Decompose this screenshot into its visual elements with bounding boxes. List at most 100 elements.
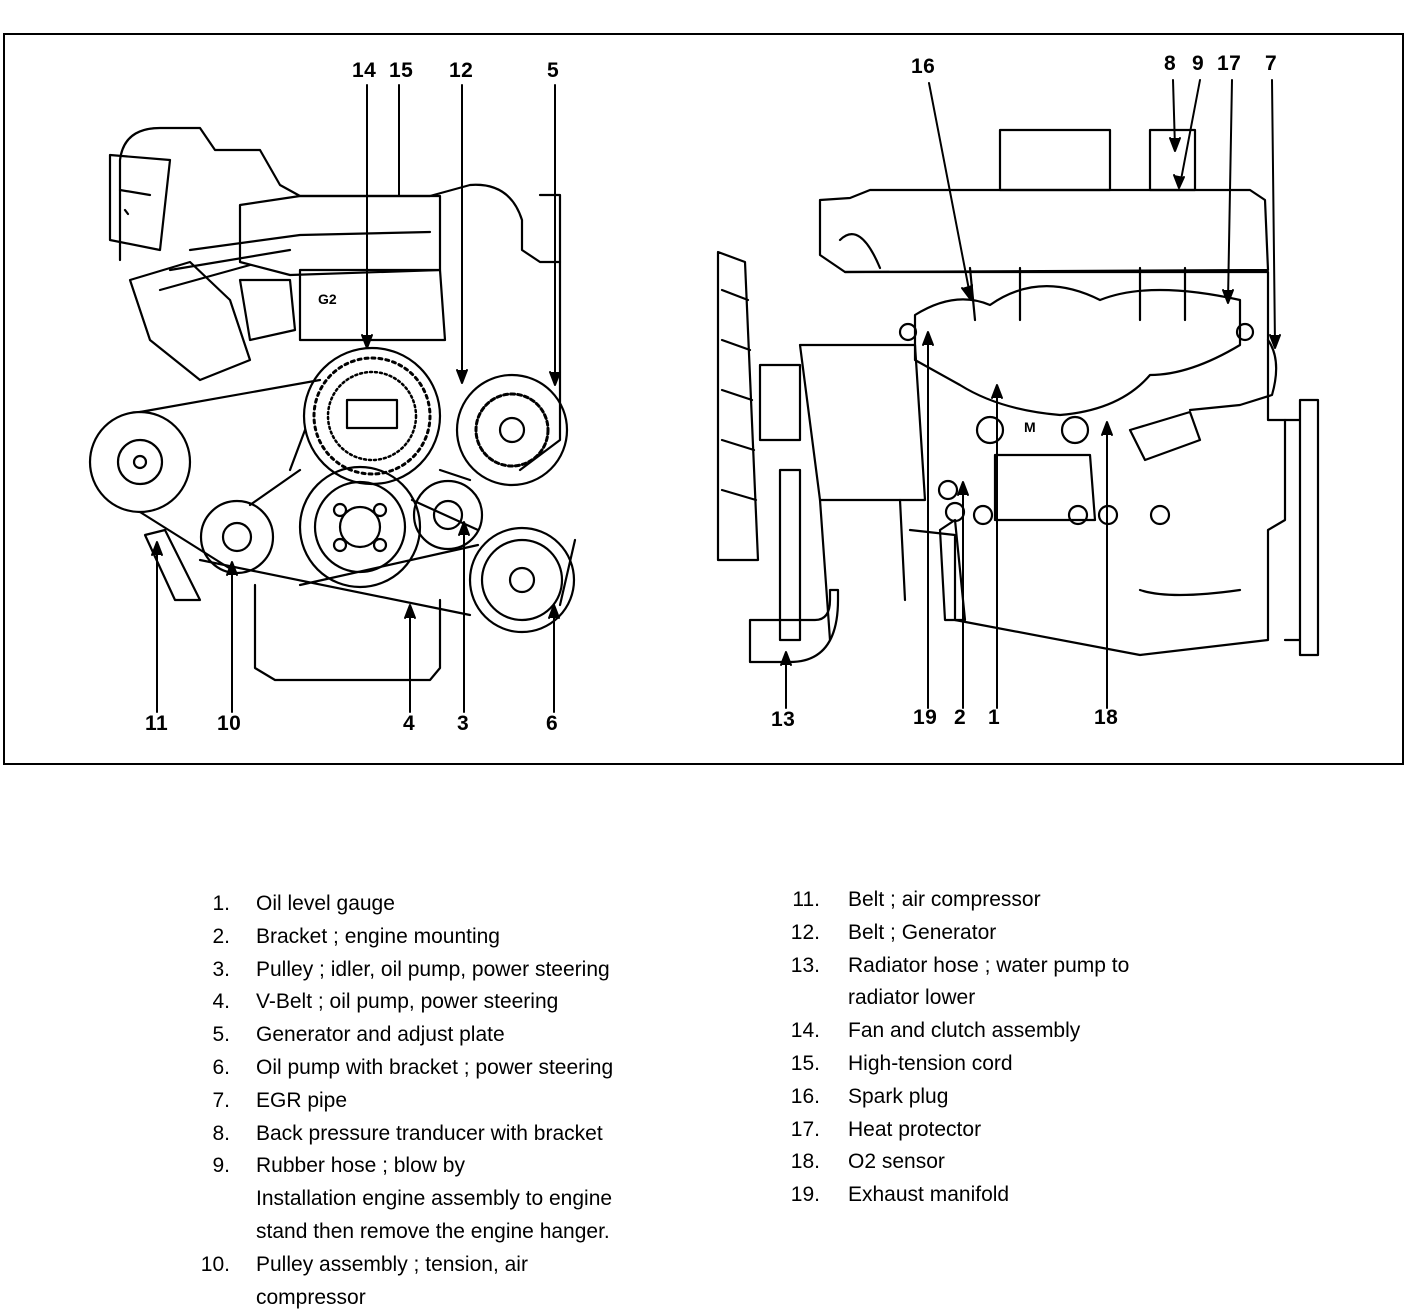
radiator-fan [716, 250, 760, 562]
legend-item: stand then remove the engine hanger. [190, 1216, 750, 1249]
fan-hub [345, 398, 399, 430]
engine-upper-body [118, 126, 562, 472]
front-cover [798, 343, 927, 502]
legend-text: Spark plug [848, 1084, 949, 1108]
intake-tubes [158, 230, 432, 292]
legend-text: Installation engine assembly to engine [256, 1187, 613, 1211]
legend-item: 6.Oil pump with bracket ; power steering [190, 1052, 750, 1085]
callout-18: 18 [1094, 706, 1119, 729]
legend-number: 1. [212, 892, 230, 915]
legend-number: 5. [212, 1023, 230, 1047]
leader-8 [1172, 79, 1176, 149]
legend-number: 3. [212, 957, 230, 981]
compressor-hub [116, 438, 164, 486]
upper-bracket [238, 278, 297, 342]
marking-m: M [1024, 419, 1036, 435]
engine-diagram: G2 M [88, 79, 1320, 713]
flywheel [1283, 398, 1320, 657]
radiator-hose [748, 588, 840, 664]
legend-number: 18. [790, 1150, 820, 1174]
legend-number: 4. [212, 990, 230, 1014]
engine-front-view [88, 126, 577, 682]
leader-7 [1271, 79, 1276, 346]
callout-7: 7 [1265, 52, 1278, 75]
callout-1: 1 [988, 706, 1001, 729]
legend-text: EGR pipe [256, 1088, 348, 1112]
legend-text: Back pressure tranducer with bracket [256, 1121, 603, 1145]
callout-6: 6 [546, 712, 559, 735]
top-boxes [998, 128, 1197, 192]
o2-sensor [1128, 410, 1202, 462]
legend-item: 7. EGR pipe [190, 1085, 750, 1118]
generator-hub [498, 416, 526, 444]
exhaust-manifold [913, 285, 1242, 417]
generator-fan [474, 392, 550, 468]
legend-text: Bracket ; engine mounting [256, 924, 500, 948]
callout-5: 5 [547, 59, 560, 82]
legend-text: stand then remove the engine hanger. [256, 1219, 610, 1243]
legend-number: 14. [790, 1019, 820, 1043]
legend-text: High-tension cord [848, 1051, 1013, 1075]
compressor-belt [138, 378, 322, 575]
legend-text: Radiator hose ; water pump to [848, 953, 1130, 977]
legend-number: 2. [212, 924, 230, 948]
distributor [108, 153, 172, 252]
legend-number: 8. [212, 1121, 230, 1145]
callout-4: 4 [403, 712, 416, 735]
callout-17: 17 [1217, 52, 1242, 75]
legend-number: 10. [200, 1252, 230, 1276]
legend-number: 16. [790, 1084, 820, 1108]
generator-belt [288, 428, 472, 482]
legend-number: 13. [790, 953, 820, 977]
legend-text: Pulley assembly ; tension, air [256, 1252, 528, 1276]
crank-pulley [298, 465, 422, 589]
legend-number: 15. [790, 1051, 820, 1075]
callout-13: 13 [771, 708, 796, 731]
legend-number: 17. [790, 1117, 820, 1141]
legend-text: Belt ; air compressor [848, 888, 1041, 911]
egr-pipe [1188, 338, 1278, 412]
legend-number: 12. [790, 920, 820, 944]
legend-text: V-Belt ; oil pump, power steering [256, 990, 559, 1014]
fan-ring [312, 356, 432, 476]
legend-item: 9. Rubber hose ; blow by [190, 1150, 750, 1183]
legend-text: Fan and clutch assembly [848, 1019, 1081, 1043]
legend-item: 11. Belt ; air compressor [780, 884, 1340, 917]
legend-item: 1.Oil level gauge [190, 888, 750, 921]
leader-17 [1227, 79, 1233, 301]
legend-number: 11. [792, 888, 820, 911]
legend-text: radiator lower [848, 986, 976, 1010]
callout-19: 19 [913, 706, 938, 729]
legend-number: 6. [212, 1055, 230, 1079]
lower-housing [993, 453, 1097, 522]
legend-item: compressor [190, 1282, 750, 1314]
legend-item: 12.Belt ; Generator [780, 917, 1340, 950]
legend-item: Installation engine assembly to engine [190, 1183, 750, 1216]
legend-number: 19. [790, 1183, 820, 1207]
legend-text: O2 sensor [848, 1150, 945, 1174]
rocker-cover [818, 188, 1270, 274]
legend-item: 4. V-Belt ; oil pump, power steering [190, 986, 750, 1019]
legend-item: 8. Back pressure tranducer with bracket [190, 1118, 750, 1151]
g2-housing [298, 268, 447, 342]
legend-text: Rubber hose ; blow by [256, 1154, 465, 1178]
callout-16: 16 [911, 55, 936, 78]
fan-inner [326, 370, 418, 462]
callout-3: 3 [457, 712, 470, 735]
marking-g2: G2 [318, 291, 337, 307]
arrow-14 [361, 334, 373, 349]
legend-number: 7. [212, 1088, 230, 1112]
legend-item: 13. Radiator hose ; water pump to [780, 950, 1340, 983]
legend-item: 15. High-tension cord [780, 1048, 1340, 1081]
legend-item: 17.Heat protector [780, 1114, 1340, 1147]
legend-item: 10. Pulley assembly ; tension, air [190, 1249, 750, 1282]
legend-number: 9. [212, 1154, 230, 1178]
mount-bracket [143, 528, 202, 602]
legend-text: Generator and adjust plate [256, 1023, 505, 1047]
legend-right-column: 11. Belt ; air compressor 12.Belt ; Genera… [780, 884, 1340, 1212]
vbelt [198, 498, 577, 617]
water-pump [758, 363, 802, 442]
leader-9 [1179, 79, 1201, 186]
oil-pump-pulley [468, 526, 576, 634]
spark-plug-wires [838, 233, 1187, 322]
